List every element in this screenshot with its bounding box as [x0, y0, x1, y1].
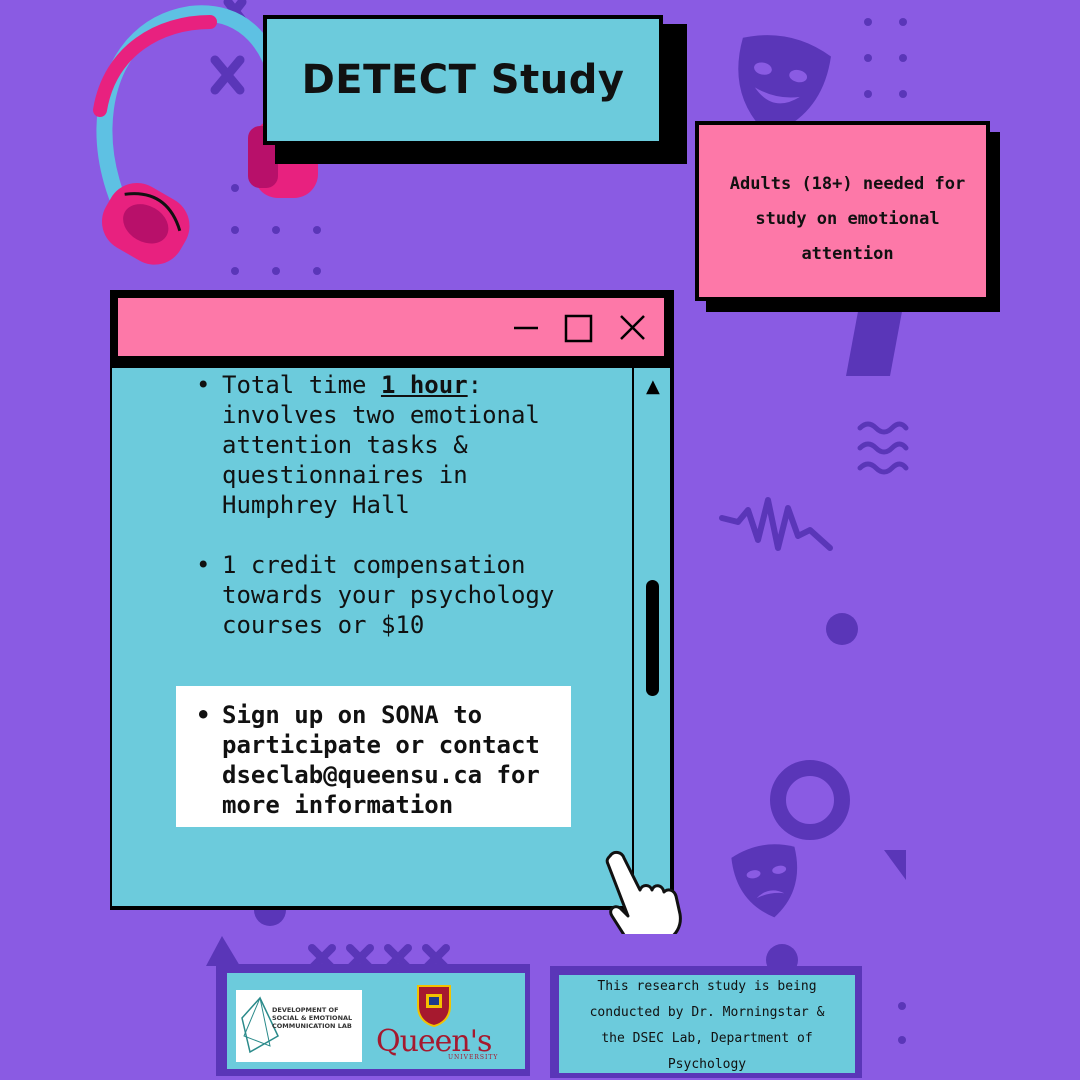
signup-callout: [176, 686, 571, 827]
maximize-icon[interactable]: [564, 314, 593, 343]
hand-pointer-icon: [605, 850, 682, 934]
title-banner: DETECT Study: [263, 15, 663, 145]
recruit-text: Adults (18+) needed for study on emotion…: [709, 167, 986, 272]
recruit-line-1: Adults (18+) needed for: [729, 174, 966, 194]
scroll-up-arrow-icon[interactable]: ▲: [646, 376, 660, 397]
queens-wordmark: Queen's: [376, 1024, 492, 1059]
ring-decoration-icon: [770, 760, 850, 840]
wave-decoration-icon: [857, 421, 909, 475]
bullet-icon: •: [196, 371, 211, 399]
page-title: DETECT Study: [301, 57, 625, 103]
duration-emphasis: 1 hour: [380, 371, 468, 399]
list-item: • Sign up on SONA to participate or cont…: [196, 700, 540, 820]
close-icon[interactable]: [620, 315, 645, 340]
list-item: • 1 credit compensation towards your psy…: [196, 550, 554, 640]
bullet-icon: •: [196, 551, 211, 579]
queens-crest-icon: [417, 985, 451, 1028]
list-item-text: Total time 1 hour: involves two emotiona…: [222, 371, 540, 519]
window-titlebar: [118, 298, 664, 356]
email-link[interactable]: dseclab@queensu.ca for: [222, 761, 540, 789]
theater-mask-icon: [738, 35, 831, 136]
list-item: • Total time 1 hour: involves two emotio…: [196, 370, 540, 520]
list-item-text: 1 credit compensation towards your psych…: [222, 551, 555, 639]
scrollbar-track[interactable]: [632, 368, 634, 908]
dsec-star-icon: [241, 996, 279, 1054]
bullet-icon: •: [196, 701, 211, 729]
recruit-box: Adults (18+) needed for study on emotion…: [695, 121, 990, 301]
theater-mask-small-icon: [731, 844, 798, 918]
list-item-text: Sign up on SONA to participate or contac…: [222, 701, 540, 819]
heartbeat-decoration-icon: [719, 497, 833, 551]
credit-panel: This research study is being conducted b…: [556, 972, 858, 1076]
dsec-lab-name: DEVELOPMENT OF SOCIAL & EMOTIONAL COMMUN…: [272, 1006, 353, 1030]
recruit-line-3: attention: [801, 244, 894, 264]
credit-text: This research study is being conducted b…: [589, 979, 825, 1072]
dsec-lab-logo: DEVELOPMENT OF SOCIAL & EMOTIONAL COMMUN…: [236, 990, 362, 1062]
scrollbar-thumb[interactable]: [646, 580, 659, 696]
window-controls: [514, 314, 645, 343]
recruit-line-2: study on emotional: [755, 209, 940, 229]
queens-university-label: UNIVERSITY: [448, 1054, 499, 1061]
